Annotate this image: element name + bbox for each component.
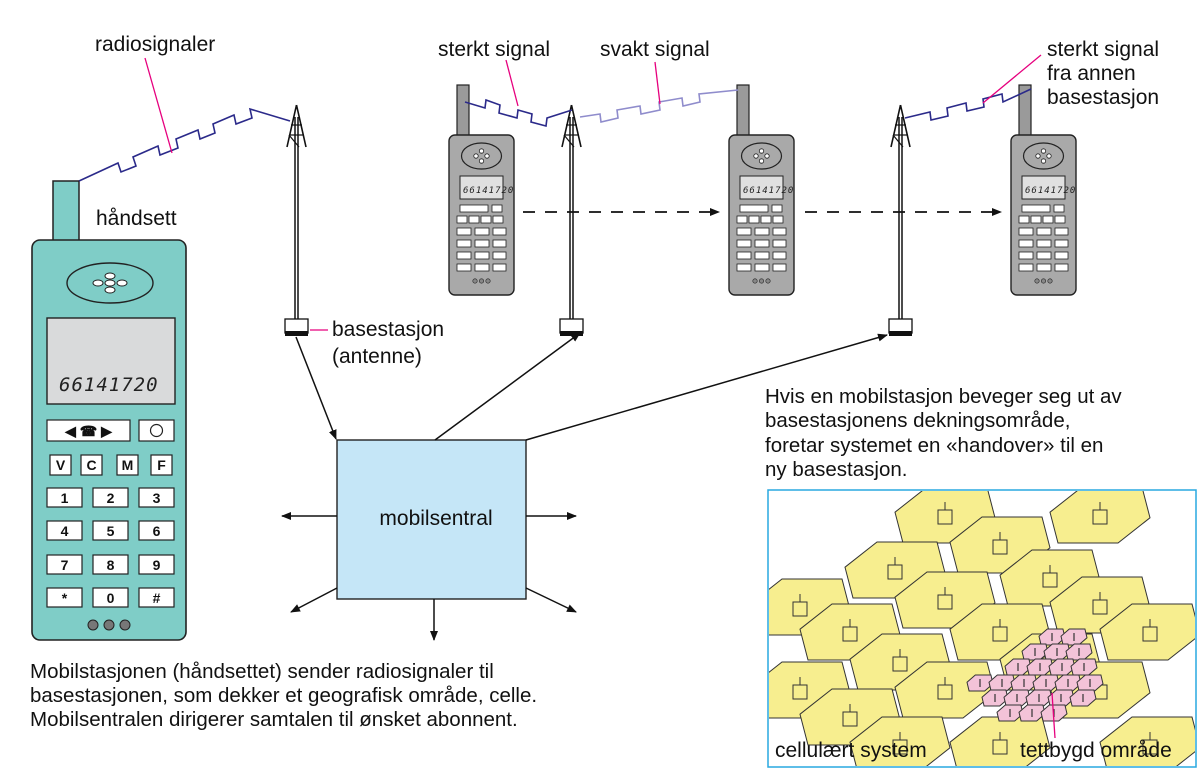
handover-line-2: basestasjonens dekningsområde, xyxy=(765,409,1070,432)
key-label: 2 xyxy=(107,490,115,506)
label-basestasjon: basestasjon xyxy=(332,318,444,341)
mobile-phone-position-3: 66141720 xyxy=(1010,84,1077,296)
caption: Mobilstasjonen (håndsettet) sender radio… xyxy=(30,660,537,731)
cell-19 xyxy=(1099,716,1195,766)
label-radiosignaler: radiosignaler xyxy=(95,33,215,56)
small-display-number: 66141720 xyxy=(1025,186,1076,196)
weak-signal xyxy=(579,89,739,123)
key-c xyxy=(80,454,103,476)
mobilsentral-box xyxy=(336,439,527,600)
key-label: 1 xyxy=(61,490,69,506)
base-station-tower-3 xyxy=(888,104,913,337)
cell-18 xyxy=(949,716,1051,766)
radio-signal-handset xyxy=(78,107,291,182)
key-label: C xyxy=(86,457,96,473)
key-m xyxy=(116,454,139,476)
call-key-label: ◀ ☎ ▶ xyxy=(64,423,113,439)
key-label: M xyxy=(122,457,134,473)
key-8 xyxy=(92,554,129,575)
strong-signal-1 xyxy=(464,98,573,128)
handset-keypad: V C M F 1 2 3 4 5 6 7 8 9 * 0 # xyxy=(46,454,175,608)
connection-tower1-center xyxy=(295,336,337,440)
key-label: 4 xyxy=(61,523,69,539)
label-svakt-signal: svakt signal xyxy=(600,38,710,61)
key-4 xyxy=(46,520,83,541)
cell-20 xyxy=(849,716,951,766)
key-label: 7 xyxy=(61,557,69,573)
sterkt-signal-pointer xyxy=(505,59,519,107)
key-2 xyxy=(92,487,129,508)
key-label: 8 xyxy=(107,557,115,573)
key-label: V xyxy=(56,457,66,473)
cell-2 xyxy=(1049,491,1151,544)
key-label: 6 xyxy=(153,523,161,539)
key-9 xyxy=(138,554,175,575)
mobile-phone-position-2: 66141720 xyxy=(728,84,795,296)
key-7 xyxy=(46,554,83,575)
handset-antenna xyxy=(52,180,80,244)
radiosignaler-pointer xyxy=(144,57,173,154)
key-1 xyxy=(46,487,83,508)
label-antenne: (antenne) xyxy=(332,345,422,368)
key-# xyxy=(138,587,175,608)
small-display-number: 66141720 xyxy=(743,186,794,196)
base-station-tower-2 xyxy=(559,104,584,337)
key-label: # xyxy=(153,590,161,606)
cell-map: cellulært system tettbygd område xyxy=(767,489,1197,768)
key-label: 9 xyxy=(153,557,161,573)
label-sterkt-signal-annen-1: sterkt signal xyxy=(1047,38,1159,61)
key-* xyxy=(46,587,83,608)
cellular-cells xyxy=(769,491,1195,766)
label-sterkt-signal-annen-3: basestasjon xyxy=(1047,86,1159,109)
label-cellulaert-system: cellulært system xyxy=(775,739,927,762)
key-label: F xyxy=(157,457,166,473)
base-station-tower-1 xyxy=(284,104,309,337)
outgoing-arrow-bottom-left xyxy=(290,587,338,613)
connection-center-tower2 xyxy=(434,332,581,441)
tettbygd-pointer xyxy=(1051,692,1056,739)
caption-line-1: Mobilstasjonen (håndsettet) sender radio… xyxy=(30,660,494,683)
key-f xyxy=(150,454,173,476)
label-tettbygd-omrade: tettbygd område xyxy=(1020,739,1172,762)
label-sterkt-signal-annen-2: fra annen xyxy=(1047,62,1136,85)
key-label: 3 xyxy=(153,490,161,506)
key-label: * xyxy=(62,590,68,606)
connection-center-tower3 xyxy=(525,333,888,441)
mobile-phone-position-1: 66141720 xyxy=(448,84,515,296)
key-0 xyxy=(92,587,129,608)
label-sterkt-signal: sterkt signal xyxy=(438,38,550,61)
key-label: 5 xyxy=(107,523,115,539)
handover-line-3: foretar systemet en «handover» til en xyxy=(765,434,1103,457)
key-v xyxy=(49,454,72,476)
key-label: 0 xyxy=(107,590,115,606)
handset-display-number: 66141720 xyxy=(59,374,159,396)
cell-11 xyxy=(1099,603,1195,661)
key-3 xyxy=(138,487,175,508)
call-button xyxy=(46,419,131,442)
label-handsett: håndsett xyxy=(96,207,177,230)
sterkt-signal-annen-pointer xyxy=(982,54,1042,104)
svakt-signal-pointer xyxy=(654,61,661,105)
handset-display xyxy=(46,317,176,405)
handover-line-4: ny basestasjon. xyxy=(765,458,907,481)
label-mobilsentral: mobilsentral xyxy=(379,507,492,530)
handset: 66141720 ◀ ☎ ▶ V C M F 1 2 3 4 5 6 7 8 9 * 0 # xyxy=(31,180,187,641)
small-display-number: 66141720 xyxy=(463,186,514,196)
caption-line-2: basestasjonen, som dekker et geografisk … xyxy=(30,684,537,707)
outgoing-arrow-bottom-right xyxy=(525,587,577,613)
caption-line-3: Mobilsentralen dirigerer samtalen til øn… xyxy=(30,708,518,731)
handover-line-1: Hvis en mobilstasjon beveger seg ut av xyxy=(765,385,1122,408)
key-6 xyxy=(138,520,175,541)
handover-explanation: Hvis en mobilstasjon beveger seg ut av b… xyxy=(765,385,1122,481)
strong-signal-other-station xyxy=(904,88,1032,121)
key-5 xyxy=(92,520,129,541)
